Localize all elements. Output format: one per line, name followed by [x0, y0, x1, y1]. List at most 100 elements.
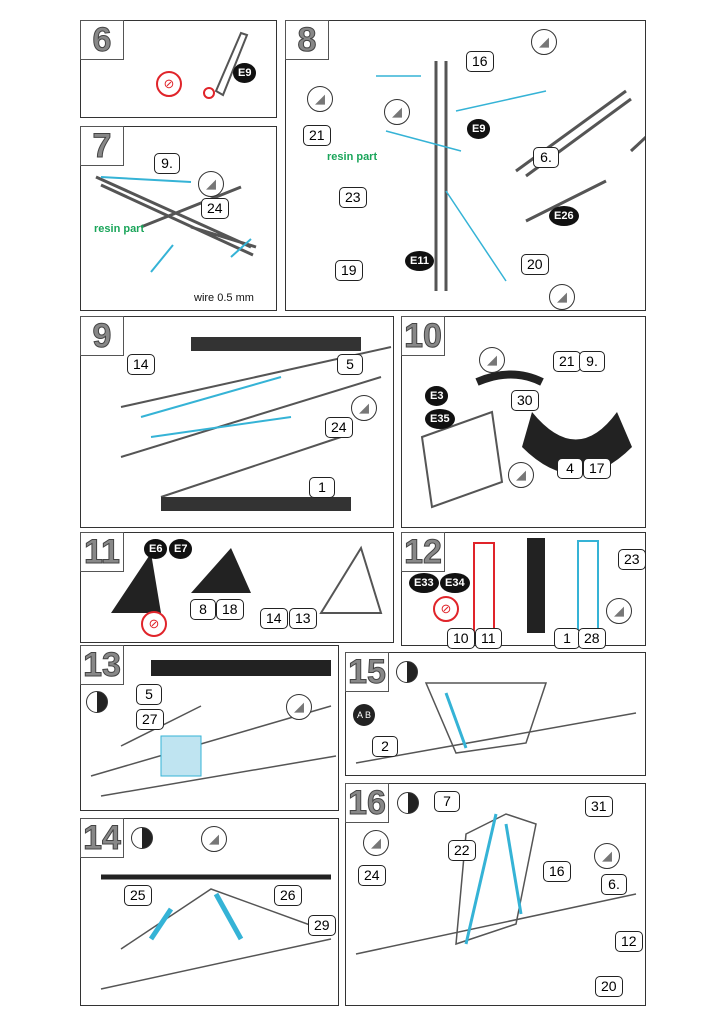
step-number: 13 [80, 645, 124, 685]
photo-etch-icon: ◢ [508, 462, 534, 488]
step-number: 16 [345, 783, 389, 823]
step-panel-6: 6 ⊘ E9 [80, 20, 277, 118]
paint-icon [86, 691, 108, 713]
part-drawing [355, 682, 637, 764]
part-number: 23 [618, 549, 646, 570]
paint-icon [131, 827, 153, 849]
paint-icon [396, 661, 418, 683]
no-glue-icon: ⊘ [433, 596, 459, 622]
part-number: 28 [578, 628, 606, 649]
photo-etch-icon: ◢ [594, 843, 620, 869]
no-glue-icon: ⊘ [141, 611, 167, 637]
part-number: 8 [190, 599, 216, 620]
part-number: 1 [309, 477, 335, 498]
step-panel-15: 15 A B 2 [345, 652, 646, 776]
part-number: 30 [511, 390, 539, 411]
part-number: 21 [553, 351, 581, 372]
step-number: 6 [80, 20, 124, 60]
part-number: 14 [127, 354, 155, 375]
step-panel-7: 7 9. ◢24 resin part wire 0.5 mm [80, 126, 277, 311]
annotation: A B [353, 704, 375, 726]
sprue-part-code: E3 [425, 386, 449, 406]
part-number: 11 [475, 628, 502, 649]
photo-etch-icon: ◢ [201, 826, 227, 852]
annotation: wire 0.5 mm [194, 292, 254, 304]
part-number: 24 [201, 198, 229, 219]
part-number: 10 [447, 628, 475, 649]
no-glue-icon: ⊘ [156, 71, 182, 97]
part-drawing [90, 660, 337, 797]
part-number: 24 [325, 417, 353, 438]
part-drawing [120, 337, 392, 511]
part-number: 19 [335, 260, 363, 281]
part-number: 9. [154, 153, 180, 174]
part-number: 12 [615, 931, 643, 952]
photo-etch-icon: ◢ [606, 598, 632, 624]
annotation: resin part [327, 151, 378, 163]
part-number: 20 [521, 254, 549, 275]
part-number: 26 [274, 885, 302, 906]
part-number: 27 [136, 709, 164, 730]
step-number: 8 [285, 20, 329, 60]
sprue-part-code: E6 [144, 539, 168, 559]
part-number: 13 [289, 608, 317, 629]
part-number: 6. [533, 147, 559, 168]
part-number: 29 [308, 915, 336, 936]
step-panel-13: 13 5 27 ◢ [80, 645, 339, 811]
part-drawing [203, 31, 249, 99]
part-drawing [95, 175, 257, 273]
sprue-part-code: E7 [169, 539, 193, 559]
sprue-part-code: E9 [233, 63, 257, 83]
step-number: 9 [80, 316, 124, 356]
part-number: 4 [557, 458, 583, 479]
photo-etch-icon: ◢ [479, 347, 505, 373]
part-number: 5 [136, 684, 162, 705]
part-number: 25 [124, 885, 152, 906]
step-panel-16: 16 7 31 ◢ 22 ◢ 24 16 6. 12 20 [345, 783, 646, 1006]
part-number: 2 [372, 736, 398, 757]
sprue-part-code: E26 [549, 206, 579, 226]
photo-etch-icon: ◢ [384, 99, 410, 125]
part-number: 9. [579, 351, 605, 372]
photo-etch-icon: ◢ [307, 86, 333, 112]
part-drawing [100, 874, 332, 990]
step-number: 11 [80, 532, 124, 572]
photo-etch-icon: ◢ [286, 694, 312, 720]
photo-etch-icon: ◢ [531, 29, 557, 55]
part-number: 14 [260, 608, 288, 629]
part-number: 17 [583, 458, 611, 479]
sprue-part-code: E35 [425, 409, 455, 429]
sprue-part-code: E11 [405, 251, 434, 271]
part-number: 31 [585, 796, 613, 817]
photo-etch-icon: ◢ [549, 284, 575, 310]
part-number: 6. [601, 874, 627, 895]
photo-etch-icon: ◢ [198, 171, 224, 197]
part-number: 24 [358, 865, 386, 886]
part-number: 22 [448, 840, 476, 861]
part-number: 20 [595, 976, 623, 997]
part-number: 5 [337, 354, 363, 375]
part-number: 21 [303, 125, 331, 146]
step-number: 7 [80, 126, 124, 166]
sprue-part-code: E34 [440, 573, 470, 593]
step-number: 15 [345, 652, 389, 692]
sprue-part-code: E33 [409, 573, 439, 593]
part-number: 23 [339, 187, 367, 208]
photo-etch-icon: ◢ [363, 830, 389, 856]
part-number: 16 [543, 861, 571, 882]
step-number: 12 [401, 532, 445, 572]
step-number: 10 [401, 316, 445, 356]
part-number: 18 [216, 599, 244, 620]
annotation: resin part [94, 223, 145, 235]
part-number: 7 [434, 791, 460, 812]
part-number: 16 [466, 51, 494, 72]
photo-etch-icon: ◢ [351, 395, 377, 421]
part-drawing [111, 545, 383, 614]
part-drawing [473, 538, 599, 634]
